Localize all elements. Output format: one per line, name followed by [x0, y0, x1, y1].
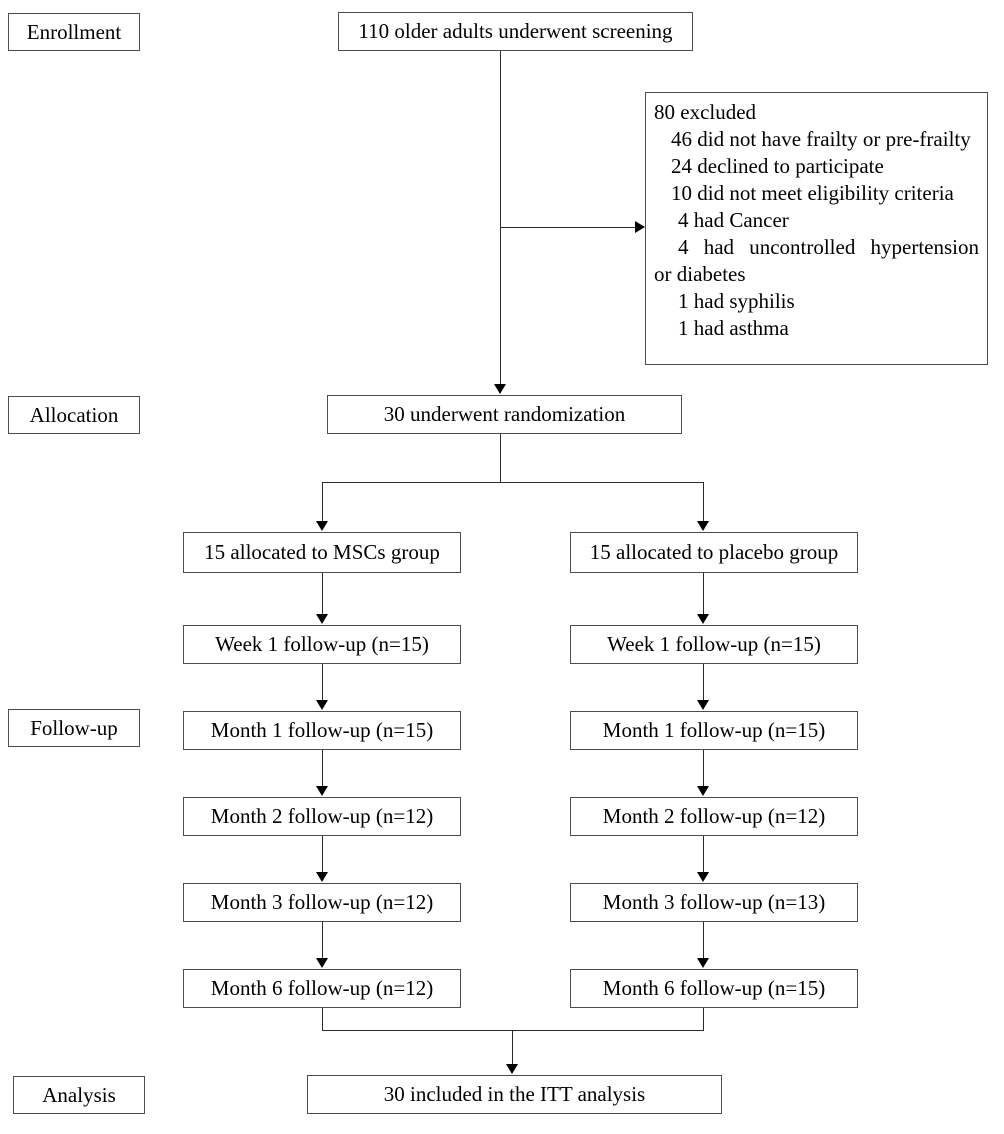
excluded-reason-declined: 24 declined to participate	[671, 153, 884, 178]
followup-msc-month6-text: Month 6 follow-up (n=12)	[210, 976, 434, 1001]
allocated-msc-text: 15 allocated to MSCs group	[204, 540, 440, 565]
followup-msc-month2-text: Month 2 follow-up (n=12)	[210, 804, 434, 829]
excluded-total: 80 excluded	[654, 100, 757, 124]
arrow-msc-week1-to-month1-icon	[316, 700, 328, 710]
connector-drop-msc	[322, 482, 323, 522]
stage-label-enrollment-text: Enrollment	[26, 19, 122, 44]
connector-merge-bar	[322, 1030, 704, 1031]
stage-label-followup-text: Follow-up	[30, 715, 118, 740]
arrow-to-placebo-group-icon	[697, 521, 709, 531]
followup-msc-month3-text: Month 3 follow-up (n=12)	[210, 890, 434, 915]
excluded-reason-hypertension: 4 had uncontrolled hypertension	[678, 234, 979, 259]
allocated-placebo-text: 15 allocated to placebo group	[589, 540, 839, 565]
itt-analysis-text: 30 included in the ITT analysis	[383, 1082, 646, 1107]
followup-placebo-month1-text: Month 1 follow-up (n=15)	[602, 718, 826, 743]
stage-label-enrollment: Enrollment	[8, 13, 140, 51]
arrow-placebo-alloc-to-week1-icon	[697, 614, 709, 624]
excluded-reason-cancer: 4 had Cancer	[678, 207, 789, 232]
arrow-msc-month1-to-month2-icon	[316, 786, 328, 796]
connector-msc-week1-to-month1	[322, 664, 323, 703]
connector-msc-month2-to-month3	[322, 836, 323, 875]
followup-msc-month1-text: Month 1 follow-up (n=15)	[210, 718, 434, 743]
stage-label-allocation-text: Allocation	[29, 402, 119, 427]
followup-msc-week1-box: Week 1 follow-up (n=15)	[183, 625, 461, 664]
followup-placebo-month2-text: Month 2 follow-up (n=12)	[602, 804, 826, 829]
followup-msc-month1-box: Month 1 follow-up (n=15)	[183, 711, 461, 750]
stage-label-followup: Follow-up	[8, 709, 140, 747]
screened-box: 110 older adults underwent screening	[338, 12, 693, 51]
connector-placebo-week1-to-month1	[703, 664, 704, 703]
connector-to-excluded	[500, 227, 636, 228]
followup-msc-month3-box: Month 3 follow-up (n=12)	[183, 883, 461, 922]
followup-placebo-month6-text: Month 6 follow-up (n=15)	[602, 976, 826, 1001]
excluded-reason-frailty: 46 did not have frailty or pre-frailty	[671, 126, 971, 151]
allocated-msc-box: 15 allocated to MSCs group	[183, 532, 461, 573]
connector-placebo-alloc-to-week1	[703, 573, 704, 615]
arrow-msc-alloc-to-week1-icon	[316, 614, 328, 624]
followup-placebo-week1-text: Week 1 follow-up (n=15)	[607, 632, 821, 657]
arrow-placebo-week1-to-month1-icon	[697, 700, 709, 710]
arrow-placebo-month3-to-month6-icon	[697, 958, 709, 968]
followup-msc-month2-box: Month 2 follow-up (n=12)	[183, 797, 461, 836]
arrow-msc-month3-to-month6-icon	[316, 958, 328, 968]
excluded-reason-hypertension-cont: or diabetes	[654, 261, 746, 286]
arrow-msc-month2-to-month3-icon	[316, 872, 328, 882]
arrow-placebo-month2-to-month3-icon	[697, 872, 709, 882]
connector-randomization-trunk	[500, 434, 501, 482]
followup-placebo-month6-box: Month 6 follow-up (n=15)	[570, 969, 858, 1008]
followup-placebo-week1-box: Week 1 follow-up (n=15)	[570, 625, 858, 664]
followup-placebo-month3-text: Month 3 follow-up (n=13)	[602, 890, 826, 915]
connector-placebo-to-merge	[703, 1008, 704, 1031]
connector-drop-placebo	[703, 482, 704, 522]
connector-msc-alloc-to-week1	[322, 573, 323, 615]
arrow-to-msc-group-icon	[316, 521, 328, 531]
itt-analysis-box: 30 included in the ITT analysis	[307, 1075, 722, 1114]
excluded-reason-syphilis: 1 had syphilis	[678, 288, 795, 313]
connector-screening-to-randomization	[500, 51, 501, 385]
stage-label-allocation: Allocation	[8, 396, 140, 434]
followup-placebo-month2-box: Month 2 follow-up (n=12)	[570, 797, 858, 836]
connector-placebo-month2-to-month3	[703, 836, 704, 875]
randomized-box: 30 underwent randomization	[327, 395, 682, 434]
excluded-reason-eligibility: 10 did not meet eligibility criteria	[671, 180, 954, 205]
connector-allocation-split-bar	[322, 482, 704, 483]
arrow-screening-to-randomization-icon	[494, 384, 506, 394]
connector-merge-to-itt	[512, 1030, 513, 1065]
allocated-placebo-box: 15 allocated to placebo group	[570, 532, 858, 573]
arrow-placebo-month1-to-month2-icon	[697, 786, 709, 796]
connector-msc-month1-to-month2	[322, 750, 323, 789]
followup-placebo-month3-box: Month 3 follow-up (n=13)	[570, 883, 858, 922]
connector-placebo-month1-to-month2	[703, 750, 704, 789]
stage-label-analysis: Analysis	[13, 1076, 145, 1114]
followup-msc-month6-box: Month 6 follow-up (n=12)	[183, 969, 461, 1008]
randomized-text: 30 underwent randomization	[383, 402, 626, 427]
stage-label-analysis-text: Analysis	[42, 1082, 116, 1107]
connector-msc-month3-to-month6	[322, 922, 323, 961]
followup-placebo-month1-box: Month 1 follow-up (n=15)	[570, 711, 858, 750]
followup-msc-week1-text: Week 1 follow-up (n=15)	[215, 632, 429, 657]
excluded-reason-asthma: 1 had asthma	[678, 315, 789, 340]
connector-msc-to-merge	[322, 1008, 323, 1031]
arrow-merge-to-itt-icon	[506, 1064, 518, 1074]
arrow-to-excluded-icon	[635, 221, 645, 233]
screened-text: 110 older adults underwent screening	[358, 19, 673, 44]
connector-placebo-month3-to-month6	[703, 922, 704, 961]
excluded-box: 80 excluded 46 did not have frailty or p…	[645, 92, 988, 365]
